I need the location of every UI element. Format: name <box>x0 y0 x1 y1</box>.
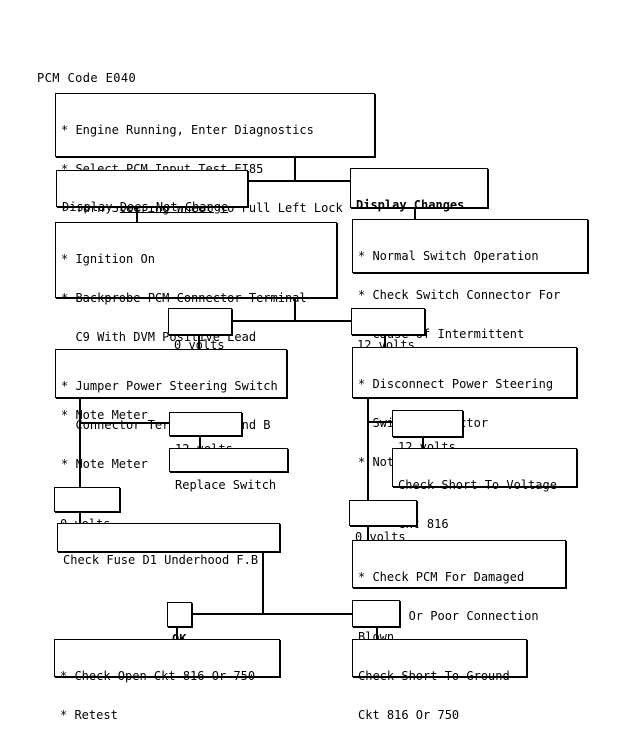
flow-line: * Engine Running, Enter Diagnostics <box>61 123 314 137</box>
flow-line: Check Short To Voltage <box>398 478 557 492</box>
connector-right-12volts-branch <box>367 421 392 423</box>
flow-box-display-changes: Display Changes Hi "0" Or Lo "0" <box>350 168 488 251</box>
flow-box-12-volts-2: 12 volts <box>169 412 242 456</box>
flow-box-check-pcm: * Check PCM For Damaged Pins Or Poor Con… <box>352 540 566 662</box>
flow-box-0-volts-3: 0 volts <box>349 500 417 544</box>
display-label-underlined: Does Not Change <box>119 200 229 214</box>
flow-line: Replace Switch <box>175 478 277 492</box>
flow-line: * Note Meter <box>61 457 148 471</box>
flow-box-normal-switch-operation: * Normal Switch Operation * Check Switch… <box>352 219 588 341</box>
flow-box-blown: Blown <box>352 600 400 644</box>
flow-line: * Ignition On <box>61 252 155 266</box>
flow-box-disconnect-switch: * Disconnect Power Steering Switch Conne… <box>352 347 577 469</box>
connector-left-12volts-branch <box>79 422 169 424</box>
flow-line: * Retest <box>60 708 118 722</box>
flow-line: Switch Connector <box>358 417 571 430</box>
flow-line: Ckt 816 <box>398 517 449 531</box>
connector-ok-down <box>176 627 178 639</box>
flow-line: * Note Meter <box>61 408 148 422</box>
connector-volts-horizontal <box>232 320 351 322</box>
connector-right-rail <box>367 398 369 500</box>
display-label: Display <box>62 200 120 214</box>
flow-line: Display Changes <box>356 198 465 212</box>
connector-0volts-down <box>198 335 200 349</box>
flow-box-check-fuse: Check Fuse D1 Underhood F.B <box>57 523 280 567</box>
connector-ok-blown-horizontal <box>192 613 352 615</box>
flow-line: * Check Switch Connector For <box>358 288 561 302</box>
flow-line: * Check PCM For Damaged <box>358 570 525 584</box>
connector-left-rail <box>79 398 81 487</box>
flow-box-replace-switch: Replace Switch <box>169 448 288 492</box>
flow-line: * Check Open Ckt 816 Or 750 <box>60 669 256 683</box>
flow-line: Ckt 816 Or 750 <box>358 708 460 722</box>
connector-dc-down <box>414 208 416 219</box>
page-title: PCM Code E040 <box>37 71 137 85</box>
connector-branch-horizontal <box>248 180 351 182</box>
connector-checkpcm-down <box>367 526 369 540</box>
flow-box-check-open-ckt: * Check Open Ckt 816 Or 750 * Retest <box>54 639 280 722</box>
flow-line: * Disconnect Power Steering <box>358 377 554 391</box>
flow-box-check-short-ground: Check Short To Ground Ckt 816 Or 750 <box>352 639 527 722</box>
connector-shortvoltage-down <box>422 437 424 448</box>
flow-line: * Backprobe PCM Connector Terminal <box>61 291 307 305</box>
flow-box-display-does-not-change: Display Does Not Change Hi "0" Or Lo "0" <box>56 170 248 253</box>
flow-box-12-volts-1: 12 volts <box>351 308 425 352</box>
flow-box-jumper-switch: * Jumper Power Steering Switch Connector… <box>55 349 287 471</box>
flow-box-ignition-backprobe: * Ignition On * Backprobe PCM Connector … <box>55 222 337 422</box>
flow-line: Pins Or Poor Connection <box>358 609 539 623</box>
flow-line: Check Fuse D1 Underhood F.B <box>63 553 259 567</box>
flow-line: * Jumper Power Steering Switch <box>61 379 278 393</box>
connector-ignition-down <box>294 298 296 322</box>
flow-line: 0 volts <box>174 338 225 352</box>
flow-box-0-volts-1: 0 volts <box>168 308 232 352</box>
flow-line: Display Does Not Change <box>62 201 242 214</box>
flow-line: Check Short To Ground <box>358 669 510 683</box>
connector-12volts-down <box>384 335 386 347</box>
connector-start-down <box>294 157 296 182</box>
flow-box-0-volts-2: 0 volts <box>54 487 120 531</box>
connector-fuse-result-down <box>262 552 264 615</box>
flow-box-check-short-voltage: Check Short To Voltage Ckt 816 <box>392 448 577 531</box>
flow-box-ok: OK <box>167 602 192 646</box>
connector-fuse-down <box>79 512 81 523</box>
connector-replace-down <box>199 436 201 448</box>
flow-box-12-volts-3: 12 volts <box>392 410 463 454</box>
connector-dnc-down <box>136 207 138 222</box>
connector-blown-down <box>376 627 378 639</box>
flow-line: * Normal Switch Operation <box>358 249 539 263</box>
flow-box-start: * Engine Running, Enter Diagnostics * Se… <box>55 93 375 254</box>
